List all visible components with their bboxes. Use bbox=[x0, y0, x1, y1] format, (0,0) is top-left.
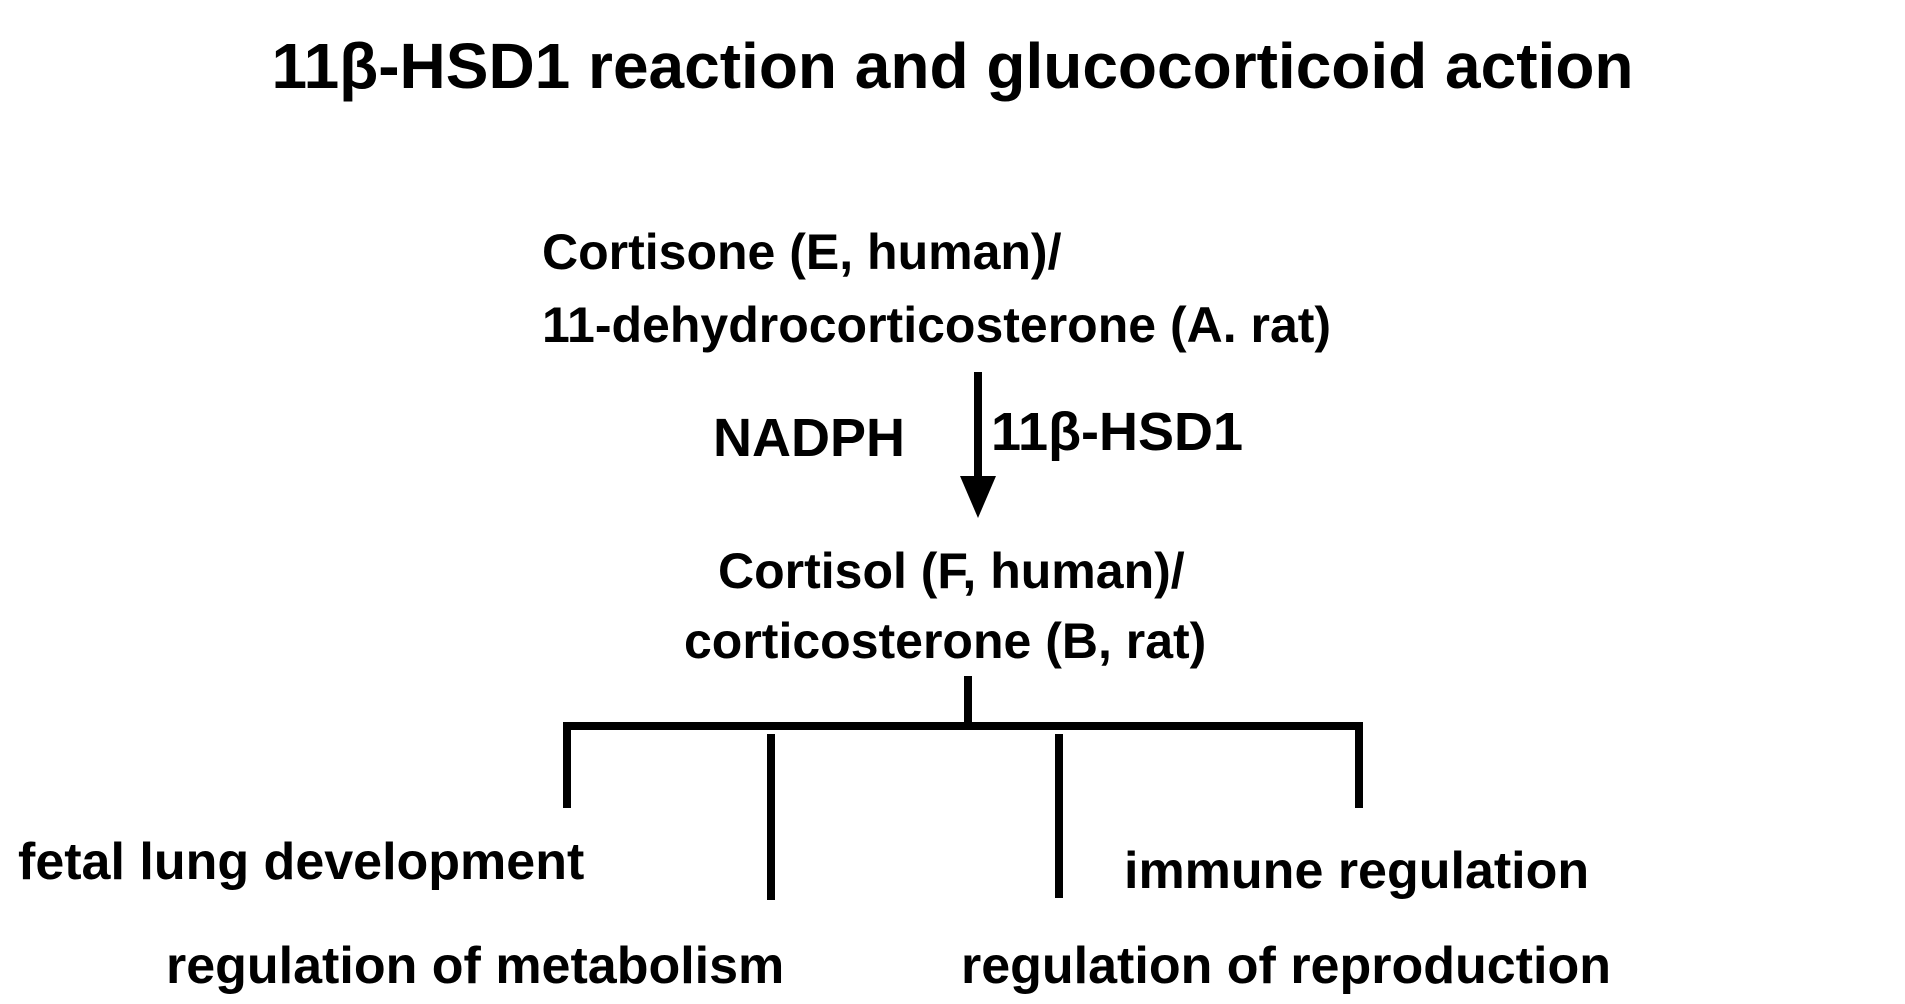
product-label-line2: corticosterone (B, rat) bbox=[684, 613, 1207, 669]
enzyme-label: 11β-HSD1 bbox=[991, 402, 1244, 462]
reaction-arrow-head bbox=[960, 476, 996, 518]
reaction-arrow bbox=[960, 372, 996, 518]
action-immune-regulation: immune regulation bbox=[1124, 842, 1590, 900]
diagram-title: 11β-HSD1 reaction and glucocorticoid act… bbox=[271, 30, 1634, 102]
action-fetal-lung-development: fetal lung development bbox=[18, 833, 585, 891]
product-label-line1: Cortisol (F, human)/ bbox=[718, 543, 1185, 599]
cofactor-label: NADPH bbox=[713, 408, 906, 468]
substrate-label-line2: 11-dehydrocorticosterone (A. rat) bbox=[542, 297, 1332, 353]
substrate-label-line1: Cortisone (E, human)/ bbox=[542, 224, 1062, 280]
action-regulation-of-reproduction: regulation of reproduction bbox=[961, 937, 1611, 995]
action-regulation-of-metabolism: regulation of metabolism bbox=[166, 937, 785, 995]
